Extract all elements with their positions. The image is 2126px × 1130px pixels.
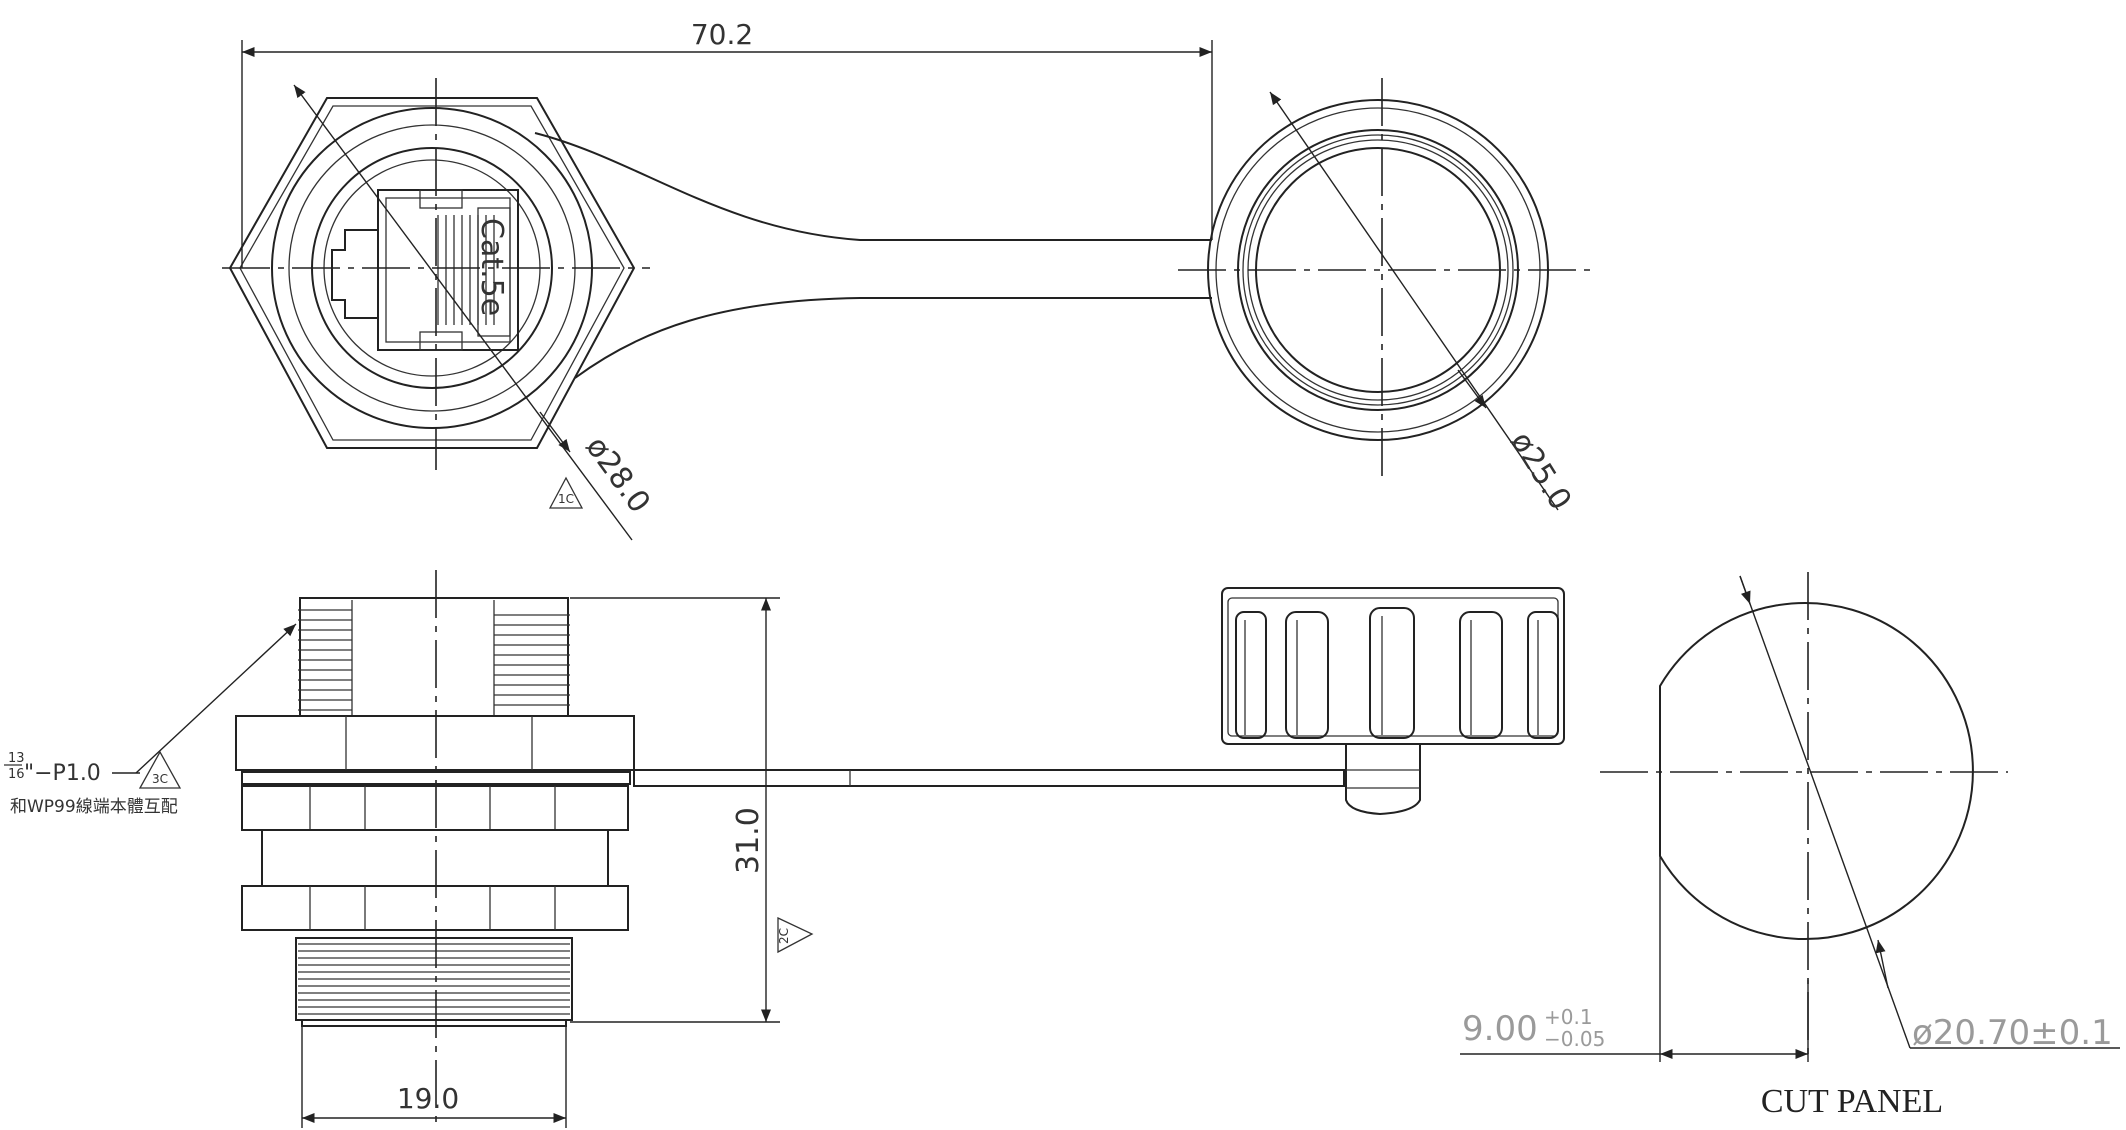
tether-arm xyxy=(534,132,1212,241)
rj45-jack: Cat.5e xyxy=(331,189,519,351)
thread-callout: 13 16 "−P1.0 3C 和WP99線端本體互配 xyxy=(4,750,182,817)
jack-label: Cat.5e xyxy=(474,218,509,316)
thread-note: 和WP99線端本體互配 xyxy=(10,797,178,817)
cut-panel-title: CUT PANEL xyxy=(1761,1083,1943,1120)
note-1c-triangle: 1C xyxy=(548,476,584,509)
svg-text:3C: 3C xyxy=(152,772,168,786)
dim-flat-base: 9.00 xyxy=(1462,1009,1538,1049)
dust-cap-side xyxy=(1221,587,1565,816)
dim-cap-diameter: ø25.0 xyxy=(1503,426,1578,517)
upper-thread-right xyxy=(494,614,570,706)
hex-nut-outline xyxy=(228,97,636,449)
svg-text:1C: 1C xyxy=(558,492,574,506)
tether-strap xyxy=(633,769,1345,787)
dim-cut-diameter: ø20.70±0.1 xyxy=(1912,1013,2113,1053)
upper-thread-left xyxy=(298,609,352,711)
dim-hex-diameter: ø28.0 xyxy=(579,430,657,519)
dim-flat-tol-plus: +0.1 xyxy=(1544,1005,1593,1029)
svg-text:"−P1.0: "−P1.0 xyxy=(24,761,101,786)
dim-height: 31.0 xyxy=(731,807,766,874)
top-view: Cat.5e 70.2 ø28.0 1C xyxy=(222,18,1590,541)
cut-panel-profile xyxy=(1659,602,1974,940)
svg-text:2C: 2C xyxy=(777,928,791,944)
svg-text:13: 13 xyxy=(8,751,25,766)
dim-overall-length: 70.2 xyxy=(691,18,753,51)
note-2c-triangle: 2C xyxy=(777,916,814,954)
cut-panel-view: ø20.70±0.1 9.00 +0.1 −0.05 CUT PANEL xyxy=(1460,572,2120,1120)
side-view: 31.0 2C 19.0 13 16 "−P1.0 3C 和WP99線端本體互配 xyxy=(4,570,1565,1128)
dim-width: 19.0 xyxy=(397,1082,459,1115)
svg-text:16: 16 xyxy=(8,767,25,782)
note-3c-triangle: 3C xyxy=(138,750,182,789)
hex-nut-side xyxy=(235,715,635,771)
dim-flat-tol-minus: −0.05 xyxy=(1544,1027,1605,1051)
